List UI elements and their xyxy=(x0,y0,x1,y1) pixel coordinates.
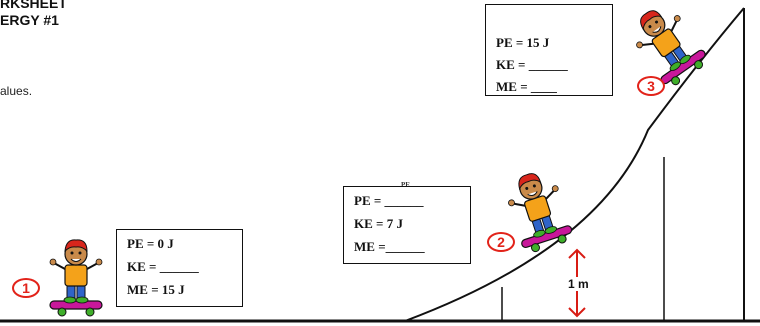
ke-row: KE = 7 J xyxy=(354,216,403,231)
energy-box-3: PE = 15 J KE = ______ ME = ____ xyxy=(485,4,613,96)
ke-row: KE = ______ xyxy=(127,259,199,274)
me-row: ME =______ xyxy=(354,239,425,254)
title-line-1: RKSHEET xyxy=(0,0,67,11)
me-row: ME = 15 J xyxy=(127,282,185,297)
instructions-text: alues. xyxy=(0,84,33,98)
title-line-2: ERGY #1 xyxy=(0,12,59,28)
position-marker-3: 3 xyxy=(637,76,665,96)
skateboarder-icon xyxy=(623,0,712,92)
ramp-curve xyxy=(404,7,745,322)
position-marker-2: 2 xyxy=(487,232,515,252)
pe-row: PE = 15 J xyxy=(496,35,550,50)
pe-row: PE = ______ xyxy=(354,193,424,208)
energy-box-1: PE = 0 J KE = ______ ME = 15 J xyxy=(116,229,243,307)
ke-row: KE = ______ xyxy=(496,57,568,72)
energy-box-2: PE = ______ KE = 7 J ME =______ xyxy=(343,186,471,264)
position-marker-1: 1 xyxy=(12,278,40,298)
height-label: 1 m xyxy=(566,277,591,291)
me-row: ME = ____ xyxy=(496,79,557,94)
stray-text: PE xyxy=(401,181,410,189)
skateboarder-icon xyxy=(49,238,103,317)
pe-row: PE = 0 J xyxy=(127,236,174,251)
